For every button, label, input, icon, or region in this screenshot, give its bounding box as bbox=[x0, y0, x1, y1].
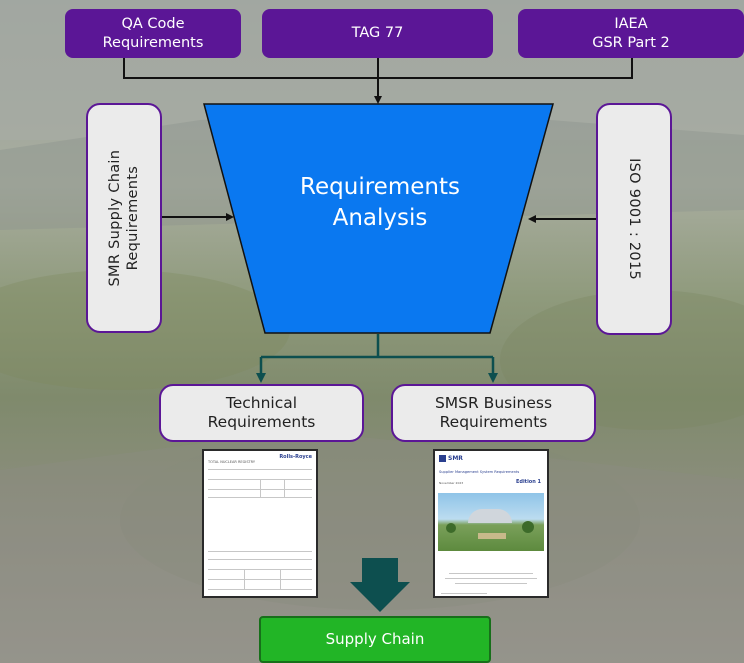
supply-chain-label: Supply Chain bbox=[325, 630, 425, 649]
iso-9001-label: ISO 9001 : 2015 bbox=[626, 158, 643, 280]
funnel-label-line2: Analysis bbox=[332, 205, 428, 232]
smsr-business-requirements-box: SMSR Business Requirements bbox=[391, 384, 596, 442]
technical-label-line1: Technical bbox=[225, 393, 298, 412]
smsr-doc-title: Supplier Management System Requirements bbox=[439, 470, 520, 474]
iaea-gsr-box: IAEA GSR Part 2 bbox=[518, 9, 744, 58]
requirements-analysis-funnel bbox=[203, 103, 554, 334]
tag-77-label: TAG 77 bbox=[351, 25, 404, 42]
smsr-doc-date: November 2023 bbox=[439, 481, 464, 485]
business-label-line1: SMSR Business bbox=[434, 393, 553, 412]
business-label-line2: Requirements bbox=[439, 413, 548, 431]
smr-supply-chain-requirements-box: SMR Supply Chain Requirements bbox=[86, 103, 162, 333]
smsr-doc-brand: SMR bbox=[448, 455, 463, 462]
qa-code-label-line2: Requirements bbox=[102, 34, 204, 51]
smsr-doc-cover-image bbox=[438, 493, 544, 551]
connector-qa-line bbox=[123, 58, 378, 79]
iaea-label-line2: GSR Part 2 bbox=[592, 34, 670, 51]
technical-doc-brand: Rolls-Royce bbox=[279, 454, 312, 460]
smsr-doc-edition: Edition 1 bbox=[515, 479, 541, 485]
smr-supply-chain-label-line1: SMR Supply Chain bbox=[106, 149, 123, 287]
funnel-label-line1: Requirements bbox=[300, 174, 460, 200]
technical-requirements-document-thumbnail: Rolls-Royce TOTAL NUCLEAR REGISTRY bbox=[202, 449, 318, 598]
supply-chain-box: Supply Chain bbox=[259, 616, 491, 663]
tag-77-box: TAG 77 bbox=[262, 9, 493, 58]
qa-code-requirements-box: QA Code Requirements bbox=[65, 9, 241, 58]
connector-output-split bbox=[261, 334, 493, 359]
technical-label-line2: Requirements bbox=[207, 413, 316, 431]
iaea-label-line1: IAEA bbox=[614, 16, 648, 33]
smr-supply-chain-label-line2: Requirements bbox=[125, 165, 142, 271]
down-arrow-to-supply-chain bbox=[350, 558, 410, 612]
requirements-analysis-label: Requirements Analysis bbox=[250, 172, 510, 234]
iso-9001-box: ISO 9001 : 2015 bbox=[596, 103, 672, 335]
technical-requirements-box: Technical Requirements bbox=[159, 384, 364, 442]
technical-doc-header: TOTAL NUCLEAR REGISTRY bbox=[208, 460, 256, 464]
smsr-document-thumbnail: SMR Supplier Management System Requireme… bbox=[433, 449, 549, 598]
smsr-doc-logo-icon bbox=[439, 455, 446, 462]
qa-code-label-line1: QA Code bbox=[121, 16, 185, 33]
connector-iaea-line bbox=[378, 58, 633, 79]
